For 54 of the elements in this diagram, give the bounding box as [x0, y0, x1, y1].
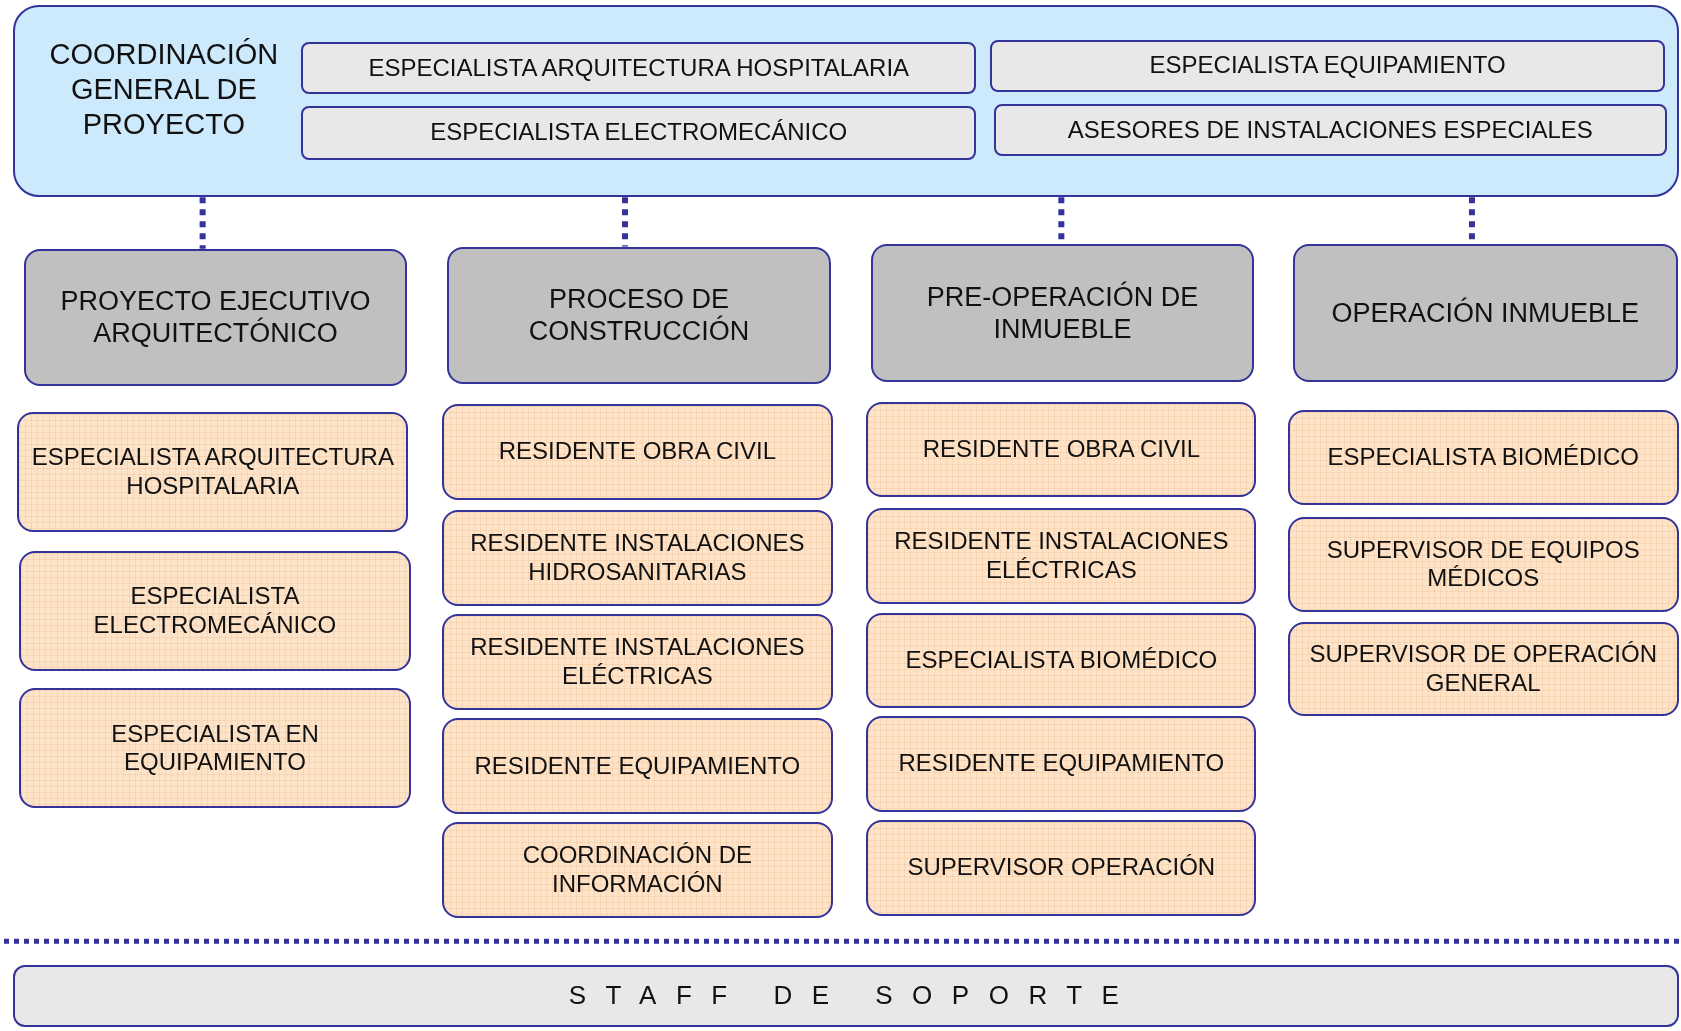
label-text: RESIDENTE EQUIPAMIENTO [473, 751, 802, 781]
label-text: RESIDENTE INSTALACIONES ELÉCTRICAS [469, 633, 806, 691]
label-text: PRE-OPERACIÓN DE INMUEBLE [925, 280, 1200, 346]
role-box [866, 508, 1257, 604]
label-text: COORDINACIÓN DE INFORMACIÓN [521, 841, 753, 899]
label-text: ESPECIALISTA ARQUITECTURA HOSPITALARIA [30, 442, 395, 501]
role-box [441, 404, 833, 500]
label-text: RESIDENTE OBRA CIVIL [497, 437, 778, 467]
staff-bar [12, 964, 1679, 1028]
label-text: OPERACIÓN INMUEBLE [1330, 296, 1641, 330]
label-text: ESPECIALISTA EN EQUIPAMIENTO [110, 719, 320, 778]
label-text: ESPECIALISTA ELECTROMECÁNICO [92, 582, 338, 640]
phase-box [1292, 244, 1678, 382]
coordination-panel [12, 5, 1679, 198]
label-text: PROCESO DE CONSTRUCCIÓN [527, 282, 751, 348]
role-box [1287, 516, 1679, 613]
label-text: ESPECIALISTA ELECTROMECÁNICO [429, 118, 849, 148]
role-box [993, 103, 1667, 157]
label-text: ASESORES DE INSTALACIONES ESPECIALES [1066, 115, 1594, 145]
heading-text: COORDINACIÓN GENERAL DE PROYECTO [48, 37, 280, 142]
role-box [441, 614, 833, 710]
role-box [17, 411, 409, 532]
label-text: ESPECIALISTA BIOMÉDICO [904, 646, 1219, 675]
role-box [441, 510, 833, 606]
label-text: SUPERVISOR DE OPERACIÓN GENERAL [1308, 640, 1658, 698]
phase-box [23, 248, 408, 386]
role-box [19, 551, 411, 672]
dotted-connector [199, 197, 206, 249]
label-text: RESIDENTE INSTALACIONES ELÉCTRICAS [893, 527, 1230, 585]
label-text: SUPERVISOR DE EQUIPOS MÉDICOS [1325, 535, 1641, 594]
role-box [866, 716, 1257, 812]
role-box [441, 718, 833, 814]
label-text: STAFF DE SOPORTE [567, 980, 1140, 1012]
role-box [866, 613, 1257, 708]
role-box [866, 820, 1257, 916]
role-box [19, 688, 411, 809]
role-box [1287, 409, 1679, 505]
label-text: PROYECTO EJECUTIVO ARQUITECTÓNICO [59, 284, 372, 350]
role-box [1287, 621, 1679, 717]
label-text: SUPERVISOR OPERACIÓN [906, 853, 1217, 883]
label-text: RESIDENTE INSTALACIONES HIDROSANITARIAS [469, 529, 806, 587]
label-text: ESPECIALISTA ARQUITECTURA HOSPITALARIA [367, 53, 911, 83]
role-box [301, 106, 977, 160]
phase-box [870, 244, 1255, 382]
dotted-connector [622, 197, 628, 247]
phase-box [447, 246, 831, 384]
label-text: ESPECIALISTA BIOMÉDICO [1326, 442, 1640, 472]
label-text: RESIDENTE EQUIPAMIENTO [897, 749, 1226, 779]
label-text: ESPECIALISTA EQUIPAMIENTO [1148, 51, 1507, 81]
role-box [441, 822, 833, 918]
role-box [990, 39, 1665, 93]
label-text: RESIDENTE OBRA CIVIL [921, 435, 1202, 465]
role-box [301, 41, 977, 95]
role-box [866, 402, 1257, 498]
